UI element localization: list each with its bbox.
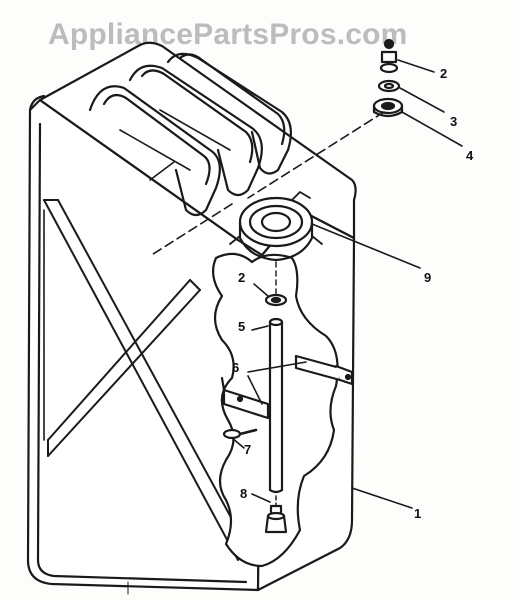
leader-lines xyxy=(231,59,463,509)
leader-1 xyxy=(351,487,413,509)
leader-2-mid xyxy=(253,283,269,297)
cutaway-section xyxy=(211,252,339,568)
callout-part-1: 1 xyxy=(414,506,421,521)
callout-part-5: 5 xyxy=(238,319,245,334)
leader-9 xyxy=(311,223,421,269)
leader-5 xyxy=(251,325,269,331)
callout-part-6: 6 xyxy=(232,360,239,375)
fuel-can-body xyxy=(26,41,357,592)
watermark-text: AppliancePartsPros.com xyxy=(48,18,408,51)
callout-part-8: 8 xyxy=(240,486,247,501)
filter xyxy=(264,495,288,534)
leader-6 xyxy=(247,361,307,405)
callout-part-4: 4 xyxy=(466,148,474,163)
vent-assembly xyxy=(372,38,404,118)
leader-3 xyxy=(399,87,445,113)
callout-part-3: 3 xyxy=(450,114,457,129)
leader-4 xyxy=(401,111,463,147)
leader-8 xyxy=(251,493,271,503)
callout-part-2-top: 2 xyxy=(440,66,447,81)
leader-2-top xyxy=(397,59,435,73)
callout-labels: 2 3 4 9 2 5 6 7 8 1 xyxy=(232,66,474,521)
callout-part-7: 7 xyxy=(244,442,251,457)
assembly-centerline-2 xyxy=(149,203,233,257)
bushing xyxy=(264,293,288,307)
callout-part-2-mid: 2 xyxy=(238,270,245,285)
assembly-centerline xyxy=(247,111,385,199)
leader-7 xyxy=(231,437,245,449)
mounting-brackets xyxy=(220,354,354,420)
filler-neck xyxy=(229,191,323,262)
callout-part-9: 9 xyxy=(424,270,431,285)
carry-handles xyxy=(88,52,293,217)
pickup-tube xyxy=(268,317,284,494)
x-brace-emboss xyxy=(43,199,247,561)
